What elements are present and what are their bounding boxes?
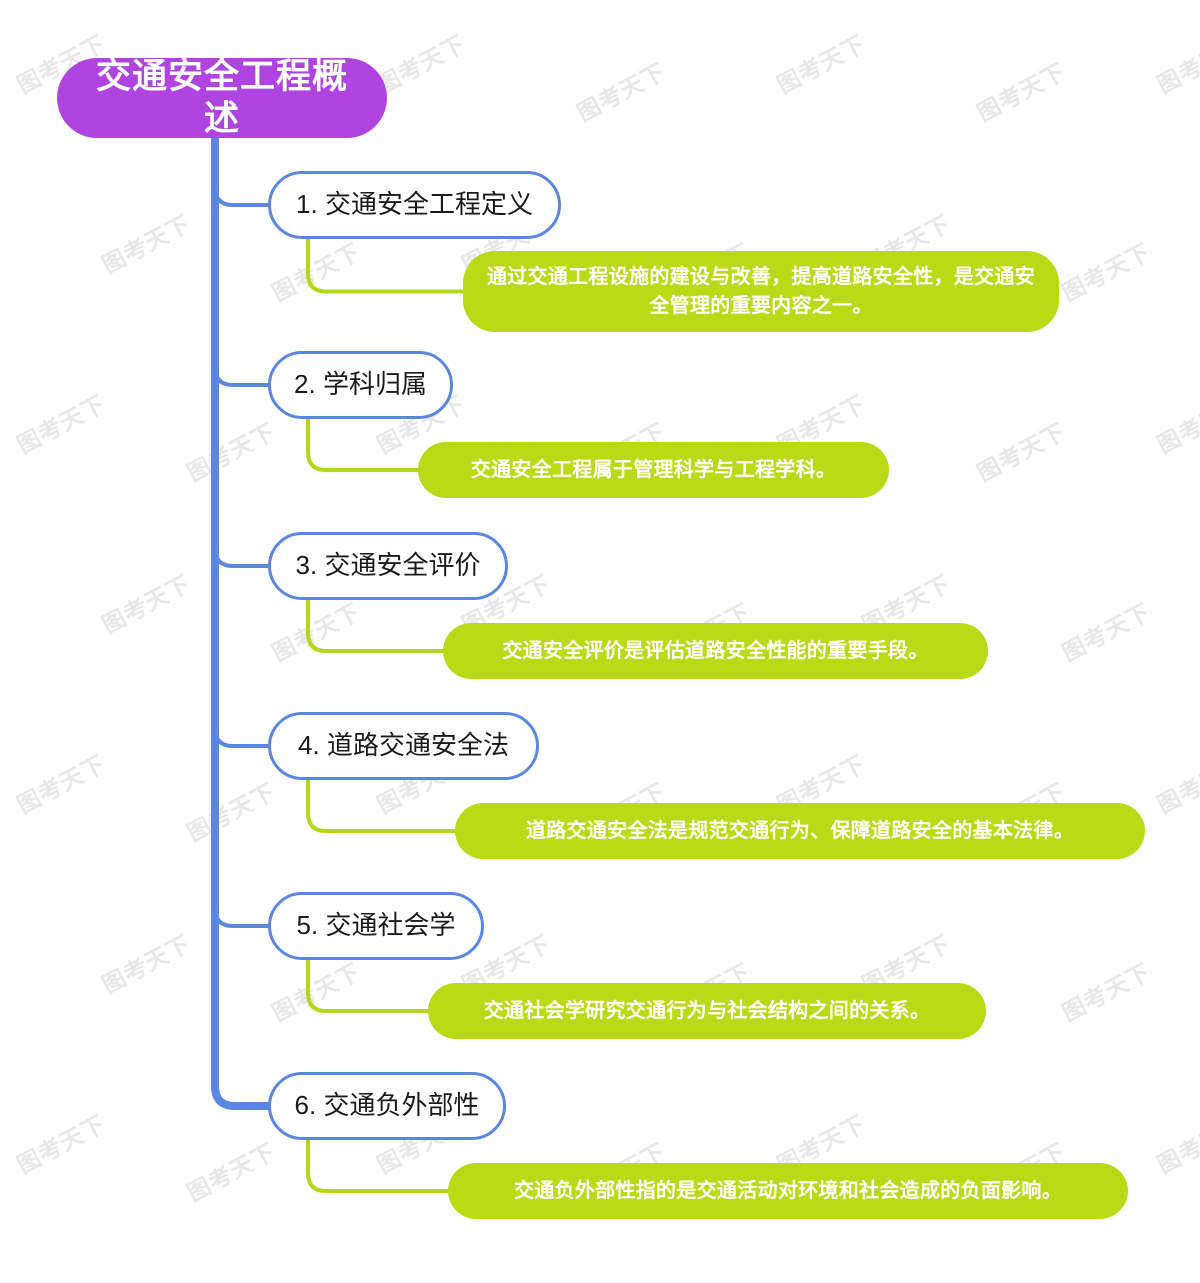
branch-connector (213, 546, 274, 568)
watermark-text: 图考天下 (268, 599, 366, 668)
leaf-node-2[interactable]: 交通安全工程属于管理科学与工程学科。 (418, 442, 889, 498)
branch-node-3[interactable]: 3. 交通安全评价 (268, 532, 508, 600)
watermark-text: 图考天下 (1058, 599, 1156, 668)
watermark-text: 图考天下 (973, 59, 1071, 128)
watermark-text: 图考天下 (98, 211, 196, 280)
leaf-node-6[interactable]: 交通负外部性指的是交通活动对环境和社会造成的负面影响。 (448, 1163, 1128, 1219)
watermark-text: 图考天下 (573, 59, 671, 128)
watermark-text: 图考天下 (1153, 751, 1200, 820)
branch-connector (213, 185, 274, 207)
leaf-connector (306, 956, 436, 1013)
leaf-connector (306, 415, 426, 472)
watermark-text: 图考天下 (973, 419, 1071, 488)
watermark-text: 图考天下 (183, 779, 281, 848)
watermark-text: 图考天下 (183, 419, 281, 488)
leaf-node-5[interactable]: 交通社会学研究交通行为与社会结构之间的关系。 (428, 983, 986, 1039)
watermark-text: 图考天下 (268, 239, 366, 308)
leaf-node-1[interactable]: 通过交通工程设施的建设与改善，提高道路安全性，是交通安全管理的重要内容之一。 (463, 251, 1059, 332)
leaf-node-4[interactable]: 道路交通安全法是规范交通行为、保障道路安全的基本法律。 (455, 803, 1145, 859)
leaf-connector (306, 1136, 456, 1193)
branch-connector (213, 365, 274, 387)
watermark-text: 图考天下 (13, 1111, 111, 1180)
watermark-text: 图考天下 (773, 31, 871, 100)
watermark-text: 图考天下 (1058, 959, 1156, 1028)
branch-node-2[interactable]: 2. 学科归属 (268, 351, 453, 419)
leaf-connector (306, 596, 451, 653)
leaf-node-3[interactable]: 交通安全评价是评估道路安全性能的重要手段。 (443, 623, 988, 679)
watermark-text: 图考天下 (1058, 239, 1156, 308)
watermark-text: 图考天下 (98, 931, 196, 1000)
watermark-text: 图考天下 (1153, 1111, 1200, 1180)
watermark-text: 图考天下 (183, 1139, 281, 1208)
branch-node-5[interactable]: 5. 交通社会学 (268, 892, 484, 960)
watermark-text: 图考天下 (1153, 31, 1200, 100)
watermark-text: 图考天下 (268, 959, 366, 1028)
branch-node-1[interactable]: 1. 交通安全工程定义 (268, 171, 561, 239)
branch-connector (213, 906, 274, 928)
leaf-connector (306, 235, 471, 294)
leaf-connector (306, 776, 463, 833)
trunk-line (211, 134, 276, 1110)
watermark-text: 图考天下 (98, 571, 196, 640)
watermark-text: 图考天下 (13, 751, 111, 820)
root-node[interactable]: 交通安全工程概述 (57, 57, 387, 138)
watermark-text: 图考天下 (1153, 391, 1200, 460)
branch-node-4[interactable]: 4. 道路交通安全法 (268, 712, 539, 780)
branch-connector (213, 726, 274, 748)
watermark-text: 图考天下 (13, 391, 111, 460)
branch-node-6[interactable]: 6. 交通负外部性 (268, 1072, 506, 1140)
